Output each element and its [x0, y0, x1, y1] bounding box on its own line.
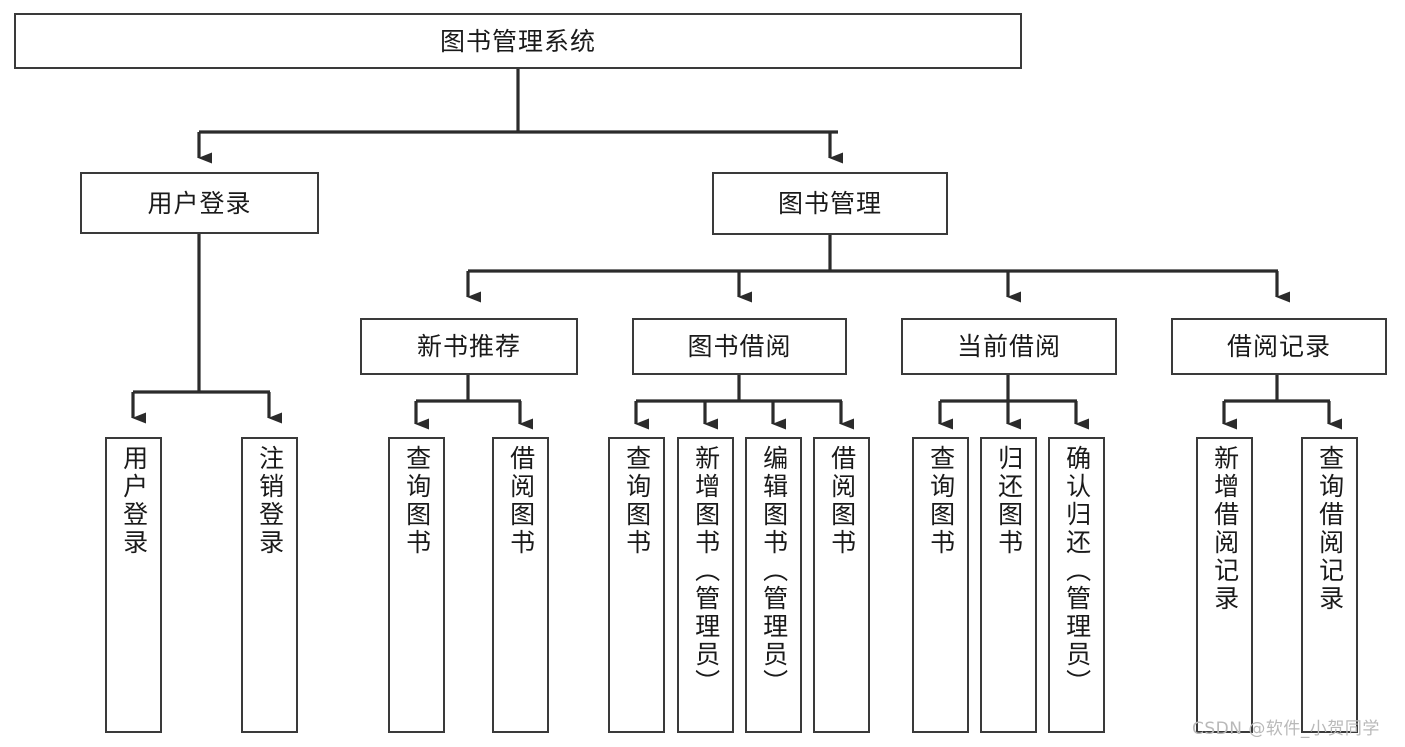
node-leaf-return-book[interactable]: 归还图书 [980, 437, 1037, 733]
node-borrow-record-label: 借阅记录 [1226, 332, 1331, 361]
node-leaf-borrow-book-1-label: 借阅图书 [506, 445, 536, 557]
node-book-borrow-label: 图书借阅 [687, 332, 792, 361]
node-leaf-edit-book[interactable]: 编辑图书（管理员） [745, 437, 802, 733]
node-leaf-borrow-book-2-label: 借阅图书 [827, 445, 857, 557]
node-leaf-edit-book-label: 编辑图书（管理员） [759, 445, 789, 697]
node-leaf-query-book-1-label: 查询图书 [402, 445, 432, 557]
node-leaf-query-book-3-label: 查询图书 [926, 445, 956, 557]
node-leaf-confirm-return[interactable]: 确认归还（管理员） [1048, 437, 1105, 733]
node-leaf-confirm-return-label: 确认归还（管理员） [1062, 445, 1092, 697]
node-book-manage[interactable]: 图书管理 [712, 172, 948, 235]
node-root[interactable]: 图书管理系统 [14, 13, 1022, 69]
node-leaf-user-login-label: 用户登录 [119, 445, 149, 557]
node-leaf-user-login[interactable]: 用户登录 [105, 437, 162, 733]
node-user-login[interactable]: 用户登录 [80, 172, 319, 234]
node-leaf-borrow-book-2[interactable]: 借阅图书 [813, 437, 870, 733]
node-leaf-logout[interactable]: 注销登录 [241, 437, 298, 733]
node-book-manage-label: 图书管理 [777, 189, 882, 218]
node-leaf-query-book-2-label: 查询图书 [622, 445, 652, 557]
node-leaf-add-record[interactable]: 新增借阅记录 [1196, 437, 1253, 733]
node-user-login-label: 用户登录 [147, 188, 252, 218]
node-root-label: 图书管理系统 [439, 26, 596, 56]
node-leaf-query-record[interactable]: 查询借阅记录 [1301, 437, 1358, 733]
node-current-borrow[interactable]: 当前借阅 [901, 318, 1117, 375]
node-leaf-query-book-2[interactable]: 查询图书 [608, 437, 665, 733]
node-borrow-record[interactable]: 借阅记录 [1171, 318, 1387, 375]
node-new-book-rec-label: 新书推荐 [416, 332, 521, 361]
watermark-text: CSDN @软件_小贺同学 [1192, 719, 1380, 739]
node-leaf-add-book-label: 新增图书（管理员） [691, 445, 721, 697]
node-leaf-logout-label: 注销登录 [255, 445, 285, 557]
node-leaf-query-book-3[interactable]: 查询图书 [912, 437, 969, 733]
node-new-book-rec[interactable]: 新书推荐 [360, 318, 578, 375]
node-leaf-borrow-book-1[interactable]: 借阅图书 [492, 437, 549, 733]
node-leaf-add-record-label: 新增借阅记录 [1210, 445, 1240, 613]
node-book-borrow[interactable]: 图书借阅 [632, 318, 847, 375]
node-leaf-return-book-label: 归还图书 [994, 445, 1024, 557]
node-leaf-query-book-1[interactable]: 查询图书 [388, 437, 445, 733]
node-current-borrow-label: 当前借阅 [956, 332, 1061, 361]
node-leaf-query-record-label: 查询借阅记录 [1315, 445, 1345, 613]
node-leaf-add-book[interactable]: 新增图书（管理员） [677, 437, 734, 733]
